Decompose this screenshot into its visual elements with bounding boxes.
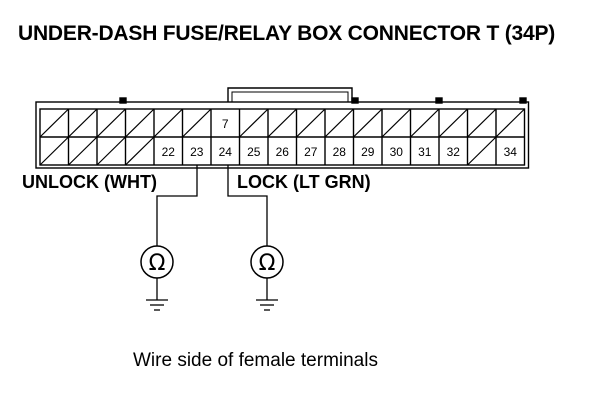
connector-housing	[35, 101, 530, 169]
caption: Wire side of female terminals	[133, 350, 378, 371]
pin-number: 24	[219, 145, 233, 159]
unused-cavity-slash	[182, 108, 212, 138]
unused-cavity-slash	[467, 136, 497, 166]
lock-wire-label: LOCK (LT GRN)	[237, 172, 371, 192]
pin-number: 29	[361, 145, 375, 159]
diagram-title: UNDER-DASH FUSE/RELAY BOX CONNECTOR T (3…	[18, 22, 556, 45]
unused-cavity-slash	[324, 108, 354, 138]
unused-cavity-slash	[125, 136, 155, 166]
pin-number: 32	[447, 145, 461, 159]
unused-cavity-slash	[68, 108, 98, 138]
unused-cavity-slash	[353, 108, 383, 138]
unused-cavity-slash	[410, 108, 440, 138]
connector-key	[435, 97, 443, 104]
unused-cavity-slash	[125, 108, 155, 138]
unused-cavity-slash	[39, 108, 69, 138]
unused-cavity-slash	[153, 108, 183, 138]
unused-cavity-slash	[96, 108, 126, 138]
unused-cavity-slash	[39, 136, 69, 166]
pin-number: 27	[304, 145, 318, 159]
unused-cavity-slash	[467, 108, 497, 138]
unused-cavity-slash	[381, 108, 411, 138]
unused-cavity-slash	[296, 108, 326, 138]
connector-lock-tab	[227, 87, 353, 102]
pin-number: 28	[333, 145, 347, 159]
ohm-symbol: Ω	[259, 251, 276, 276]
unused-cavity-slash	[438, 108, 468, 138]
pin-number: 7	[222, 117, 229, 131]
unlock-probe-lead	[156, 165, 198, 246]
pin-number: 22	[162, 145, 176, 159]
pin-number: 34	[504, 145, 518, 159]
connector-key	[519, 97, 527, 104]
connector-body: 7 22 23 24 25 26 27 28 29 30 31 32 34	[35, 87, 530, 169]
unused-cavity-slash	[68, 136, 98, 166]
unused-cavity-slash	[267, 108, 297, 138]
pin-number: 23	[190, 145, 204, 159]
pin-number: 25	[247, 145, 261, 159]
lock-probe-lead	[227, 165, 268, 246]
unused-cavity-slash	[239, 108, 269, 138]
pin-number: 26	[276, 145, 290, 159]
pin-number: 31	[418, 145, 432, 159]
unused-cavity-slash	[495, 108, 525, 138]
connector-key	[351, 97, 359, 104]
ohm-symbol: Ω	[149, 251, 166, 276]
unused-cavity-slash	[96, 136, 126, 166]
pin-number: 30	[390, 145, 404, 159]
connector-lock-tab-inner	[231, 91, 349, 102]
unlock-wire-label: UNLOCK (WHT)	[22, 172, 157, 192]
connector-key	[119, 97, 127, 104]
